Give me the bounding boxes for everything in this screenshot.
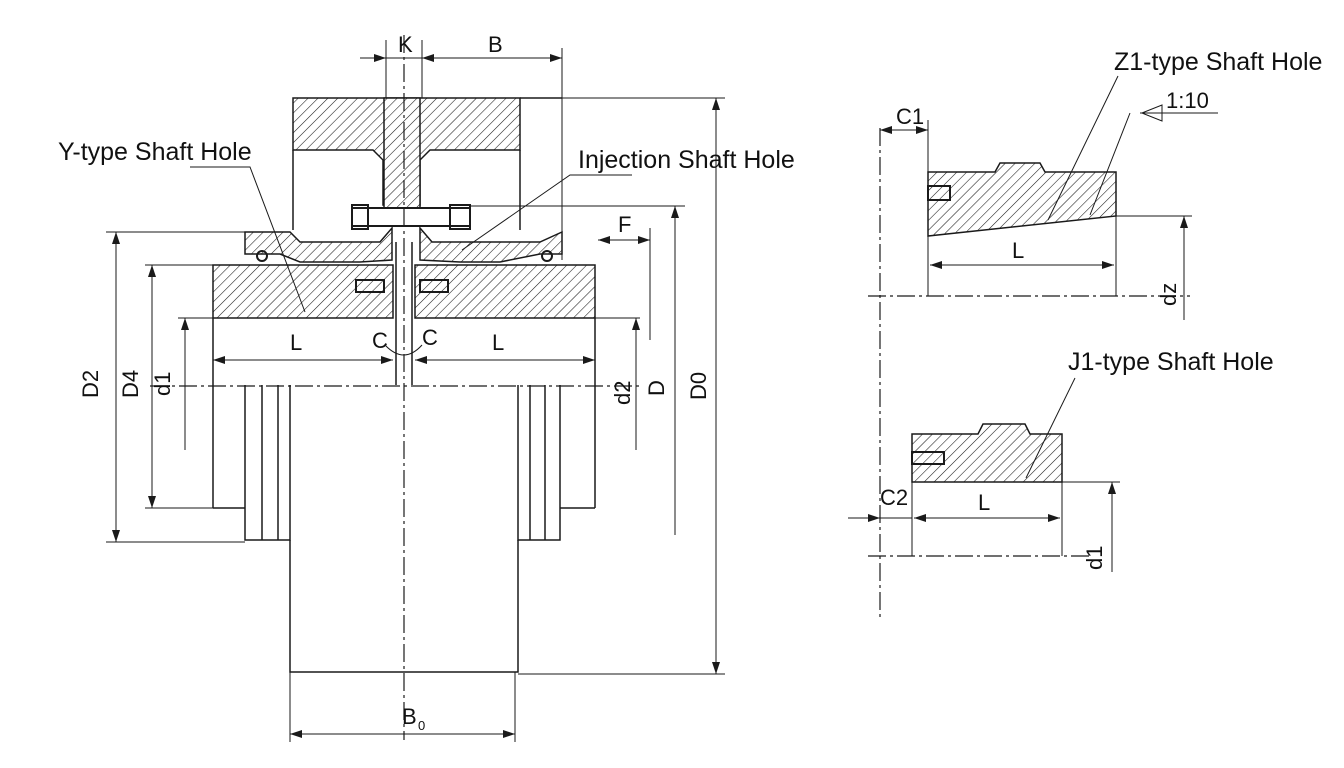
- hub-section: [212, 264, 394, 319]
- dim-d1-main: d1: [150, 317, 213, 450]
- set-screw-right: [419, 279, 449, 293]
- dim-C2: C2: [848, 485, 912, 522]
- dim-D0: D0: [518, 97, 725, 675]
- hub-rim-right: [419, 225, 563, 263]
- j1-hub-section: [911, 423, 1063, 483]
- dim-K: K: [360, 32, 450, 98]
- seal-right: [541, 250, 553, 262]
- dim-B-label: B: [488, 32, 503, 57]
- hub-rim-left: [244, 225, 393, 263]
- dim-dz: dz: [1116, 215, 1192, 320]
- callout-z1-type: Z1-type Shaft Hole: [1047, 48, 1322, 221]
- dim-L-left: L: [213, 330, 393, 364]
- dim-K-label: K: [398, 32, 413, 57]
- label-z1-type-shaft-hole: Z1-type Shaft Hole: [1114, 48, 1322, 76]
- dim-d1-j1-label: d1: [1082, 546, 1107, 570]
- callout-y-type: Y-type Shaft Hole: [58, 138, 306, 313]
- dim-L-z1: L: [930, 238, 1114, 269]
- dim-C1-label: C1: [896, 104, 924, 129]
- taper-callout: 1:10: [1089, 88, 1218, 216]
- dim-B0-label: B: [402, 704, 417, 729]
- dim-C2-label: C2: [880, 485, 908, 510]
- dim-d2-label: d2: [610, 381, 635, 405]
- dim-L-j1-label: L: [978, 490, 990, 515]
- dim-C1: C1: [880, 104, 929, 172]
- label-injection-shaft-hole: Injection Shaft Hole: [578, 146, 795, 174]
- dim-d1-main-label: d1: [150, 372, 175, 396]
- dim-D2: D2: [78, 231, 245, 543]
- dim-L-right: L: [415, 330, 595, 364]
- flange-bolt: [351, 207, 471, 227]
- z1-type-detail: C1 L dz 1:10 Z1-type Shaft Hole: [868, 48, 1322, 620]
- dim-L-right-label: L: [492, 330, 504, 355]
- dim-B0: B 0: [289, 672, 516, 742]
- dim-C-left-label: C: [372, 328, 388, 353]
- dim-dz-label: dz: [1156, 283, 1181, 306]
- label-y-type-shaft-hole: Y-type Shaft Hole: [58, 138, 252, 166]
- dim-D2-label: D2: [78, 370, 103, 398]
- lower-hub-right: [517, 318, 596, 541]
- bolt-head-left: [351, 204, 369, 230]
- dim-C-right-label: C: [422, 325, 438, 350]
- dim-C-arc: [384, 344, 423, 356]
- dim-d1-j1: d1: [1062, 481, 1120, 572]
- z1-set-screw: [927, 185, 951, 201]
- dim-d2: d2: [595, 317, 640, 450]
- set-screw-left: [355, 279, 385, 293]
- dim-D0-label: D0: [686, 372, 711, 400]
- j1-type-detail: C2 L d1 J1-type Shaft Hole: [848, 348, 1274, 572]
- dim-B: B: [422, 32, 563, 260]
- sleeve-lower-body: [289, 540, 519, 673]
- dim-F-label: F: [618, 212, 631, 237]
- dim-B0-subscript: 0: [418, 718, 425, 733]
- label-taper-ratio: 1:10: [1166, 88, 1209, 113]
- dim-F: F: [598, 212, 651, 340]
- label-j1-type-shaft-hole: J1-type Shaft Hole: [1068, 348, 1274, 376]
- dim-L-left-label: L: [290, 330, 302, 355]
- bolt-nut-right: [449, 204, 471, 230]
- seal-left: [256, 250, 268, 262]
- center-rib: [383, 97, 421, 209]
- callout-injection: Injection Shaft Hole: [461, 146, 795, 251]
- z1-hub-section: [927, 162, 1117, 237]
- dim-D4: D4: [118, 264, 213, 509]
- lower-hub-left: [212, 318, 291, 541]
- dim-D4-label: D4: [118, 370, 143, 398]
- dim-L-j1: L: [914, 490, 1060, 522]
- dim-D: D: [470, 205, 685, 535]
- main-coupling-view: K B F L L C C: [58, 32, 795, 742]
- injection-channel: [395, 242, 413, 385]
- callout-j1-type: J1-type Shaft Hole: [1025, 348, 1274, 479]
- j1-set-screw: [911, 451, 945, 465]
- dim-D-label: D: [644, 380, 669, 396]
- dim-L-z1-label: L: [1012, 238, 1024, 263]
